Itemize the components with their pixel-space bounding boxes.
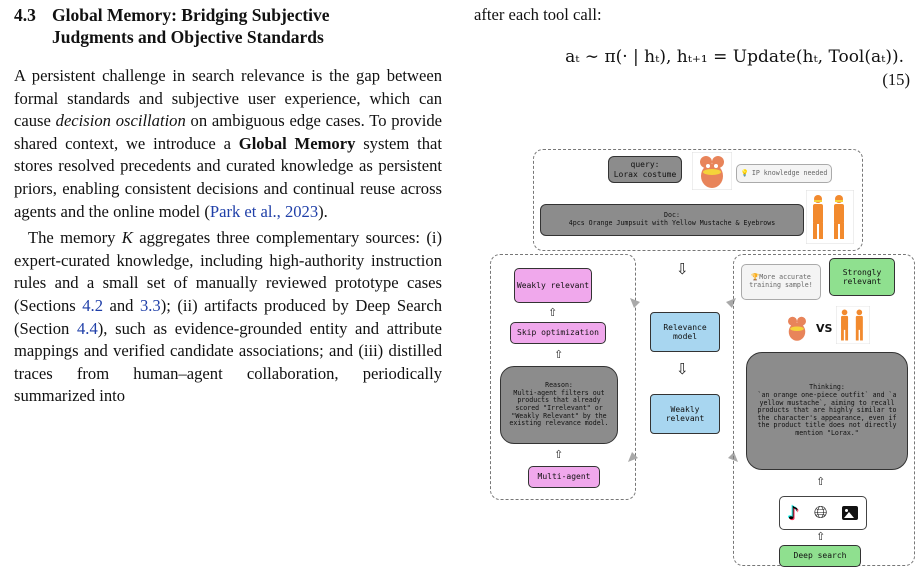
jumpsuit-image xyxy=(806,190,854,244)
section-heading: 4.3 Global Memory: Bridging Subjective J… xyxy=(14,4,442,48)
equation-15: aₜ ∼ π(· | hₜ), hₜ₊₁ = Update(hₜ, Tool(a… xyxy=(474,43,914,93)
paragraph-1: A persistent challenge in search relevan… xyxy=(14,66,442,221)
equation-body: aₜ ∼ π(· | hₜ), hₜ₊₁ = Update(hₜ, Tool(a… xyxy=(565,47,904,67)
equation-number: (15) xyxy=(882,70,910,89)
query-box: query:Lorax costume xyxy=(608,156,682,183)
lightbulb-icon: 💡 xyxy=(740,168,749,177)
left-process-box xyxy=(490,254,636,500)
section-number: 4.3 xyxy=(14,5,36,25)
trophy-icon: 🏆 xyxy=(751,273,760,282)
arrow-icon xyxy=(630,298,640,308)
arrow-up-icon: ⇧ xyxy=(548,306,558,319)
right-column: after each tool call: xyxy=(474,4,914,26)
left-column: 4.3 Global Memory: Bridging Subjective J… xyxy=(14,4,442,408)
jumpsuit-image xyxy=(836,306,870,344)
globe-icon: 🌐︎ xyxy=(813,503,828,523)
paragraph-2: The memory K aggregates three complement… xyxy=(14,228,442,406)
citation-link[interactable]: Park et al., 2023 xyxy=(209,201,319,221)
weakly-relevant-mid: Weakly relevant xyxy=(650,394,720,434)
lorax-image xyxy=(788,316,806,341)
section-ref-link[interactable]: 4.2 xyxy=(82,295,103,315)
tiktok-icon: ♪ xyxy=(787,502,799,524)
tool-icons-box: ♪ 🌐︎ xyxy=(779,496,867,530)
section-ref-link[interactable]: 3.3 xyxy=(139,295,161,315)
relevance-model-box: Relevance model xyxy=(650,312,720,352)
arrow-down-icon: ⇩ xyxy=(676,260,689,278)
arrow-icon xyxy=(726,298,736,308)
ip-knowledge-note: 💡IP knowledge needed xyxy=(736,164,832,183)
arrow-down-icon: ⇩ xyxy=(676,360,689,378)
multi-agent-box: Multi-agent xyxy=(528,466,600,488)
strongly-relevant-box: Strongly relevant xyxy=(829,258,895,296)
deep-search-box: Deep search xyxy=(779,545,861,567)
thinking-box: Thinking:`an orange one-piece outfit` an… xyxy=(746,352,908,470)
arrow-icon xyxy=(628,452,638,462)
reason-box: Reason:Multi-agent filters out products … xyxy=(500,366,618,444)
section-title: Global Memory: Bridging Subjective Judgm… xyxy=(52,5,330,47)
lorax-image xyxy=(692,152,732,190)
top-input-box xyxy=(533,149,863,251)
image-search-icon xyxy=(842,506,859,520)
equation-intro: after each tool call: xyxy=(474,5,602,24)
section-ref-link[interactable]: 4.4 xyxy=(77,318,98,338)
arrow-up-icon: ⇧ xyxy=(816,475,826,488)
doc-box: Doc:4pcs Orange Jumpsuit with Yellow Mus… xyxy=(540,204,804,236)
arrow-up-icon: ⇧ xyxy=(554,448,564,461)
training-sample-note: 🏆More accurate training sample! xyxy=(741,264,821,300)
arrow-up-icon: ⇧ xyxy=(554,348,564,361)
vs-label: VS xyxy=(816,322,833,335)
weakly-relevant-top: Weakly relevant xyxy=(514,268,592,303)
arrow-up-icon: ⇧ xyxy=(816,530,826,543)
skip-optimization-box: Skip optimization xyxy=(510,322,606,344)
